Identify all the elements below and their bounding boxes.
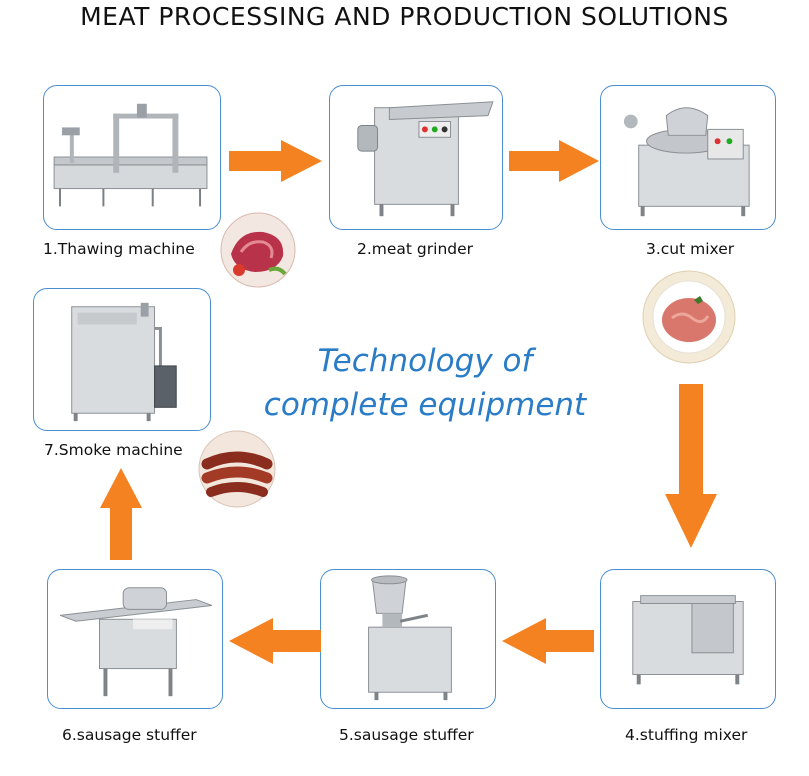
- cut-mixer-illustration: [623, 107, 750, 217]
- step-7-label: 7.Smoke machine: [44, 441, 183, 459]
- step-3-image-frame: [600, 85, 776, 230]
- step-4-label: 4.stuffing mixer: [625, 726, 748, 744]
- smoke-machine-illustration: [71, 302, 177, 422]
- step-4-image-frame: [600, 569, 776, 709]
- sausage-stuffer-5-illustration: [368, 575, 452, 701]
- step-1-image-frame: [43, 85, 221, 230]
- raw-meat-image: [220, 212, 296, 288]
- step-7-image-frame: [33, 288, 211, 431]
- step-3-label: 3.cut mixer: [646, 240, 735, 258]
- center-text-line-2: complete equipment: [263, 387, 587, 423]
- minced-meat-image: [642, 270, 736, 364]
- step-2-label: 2.meat grinder: [357, 240, 474, 258]
- arrow-step-1-to-2: [229, 140, 322, 182]
- step-5-image-frame: [320, 569, 496, 709]
- step-5-label: 5.sausage stuffer: [339, 726, 474, 744]
- arrow-step-5-to-6: [229, 618, 321, 664]
- arrow-step-4-to-5: [502, 618, 594, 664]
- arrow-step-6-to-7: [100, 468, 142, 560]
- sausages-image: [198, 430, 276, 508]
- thawing-machine-illustration: [53, 103, 208, 207]
- diagram-title: MEAT PROCESSING AND PRODUCTION SOLUTIONS: [80, 2, 729, 31]
- step-6-label: 6.sausage stuffer: [62, 726, 197, 744]
- arrow-step-2-to-3: [509, 140, 599, 182]
- center-text-line-1: Technology of: [317, 343, 533, 379]
- meat-grinder-illustration: [357, 101, 494, 217]
- arrow-step-3-to-4: [665, 384, 717, 548]
- sausage-stuffer-6-illustration: [59, 587, 213, 697]
- stuffing-mixer-illustration: [632, 595, 744, 685]
- step-6-image-frame: [47, 569, 223, 709]
- step-1-label: 1.Thawing machine: [43, 240, 195, 258]
- step-2-image-frame: [329, 85, 503, 230]
